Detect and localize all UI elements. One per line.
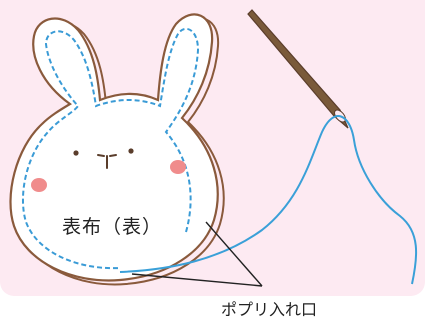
needle [247, 9, 349, 129]
right-eye [128, 148, 134, 154]
mouth [97, 154, 117, 169]
potpourri-opening-label: ポプリ入れ口 [221, 300, 318, 319]
right-cheek [170, 160, 186, 174]
front-fabric-outline [9, 13, 219, 282]
left-cheek [31, 178, 47, 192]
left-eye [73, 150, 79, 156]
leader-line-to-opening [131, 273, 263, 287]
leader-line-to-fabric [205, 221, 263, 287]
thread [119, 115, 418, 285]
stitch-line [21, 27, 200, 270]
fabric-label: 表布（表） [62, 216, 163, 238]
